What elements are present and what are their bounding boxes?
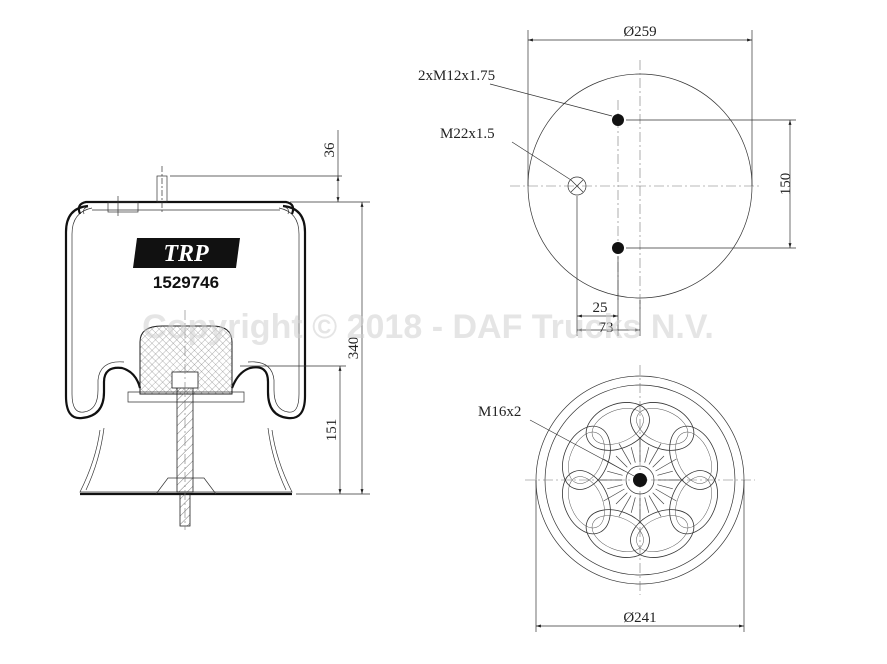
petal-inner: [636, 515, 689, 552]
label-bottom-thread: M16x2: [478, 404, 521, 420]
rib: [630, 447, 636, 463]
stud-hole-lower: [612, 242, 624, 254]
rib: [607, 484, 623, 490]
bellows-outline: [64, 204, 307, 420]
trp-logo: TRP: [133, 238, 240, 268]
logo-text: TRP: [163, 241, 209, 267]
dim-bottom-diameter: Ø241: [623, 610, 656, 626]
rib: [655, 488, 677, 502]
top-plate: [77, 200, 295, 215]
bottom-petals: [562, 402, 718, 558]
dim-offset-73: 73: [599, 320, 614, 336]
dim-total-height: 340: [346, 337, 362, 360]
bump-stop: [139, 325, 233, 395]
air-inlet-symbol: [567, 176, 587, 196]
rib: [618, 443, 632, 465]
petal-inner: [675, 431, 712, 484]
rib: [655, 458, 677, 472]
petal: [562, 425, 611, 490]
rib: [615, 455, 628, 468]
petal-inner: [568, 476, 605, 529]
watermark: Copyright © 2018 - DAF Trucks N.V.: [142, 308, 714, 346]
petal: [630, 402, 695, 451]
rib: [652, 492, 665, 505]
top-view: Ø259 150 25 73 2xM12x1.75 M22x1.5: [418, 24, 796, 336]
rib: [615, 492, 628, 505]
label-stud-thread: 2xM12x1.75: [418, 68, 495, 84]
rib: [644, 447, 650, 463]
bottom-bolt: [633, 473, 647, 487]
rib: [644, 497, 650, 513]
rib: [657, 470, 673, 476]
rib: [630, 497, 636, 513]
rib: [648, 495, 662, 517]
bottom-view: Ø241 M16x2: [478, 365, 755, 632]
petal: [562, 470, 611, 535]
top-fitting: [107, 201, 139, 213]
petal-inner: [591, 408, 644, 445]
rib: [618, 495, 632, 517]
dim-stud-height: 36: [322, 142, 338, 158]
petal: [669, 425, 718, 490]
rib: [607, 470, 623, 476]
rib: [603, 488, 625, 502]
part-number: 1529746: [153, 273, 219, 292]
rib: [657, 484, 673, 490]
stud-hole-upper: [612, 114, 624, 126]
petal-inner: [636, 408, 689, 445]
petal: [630, 509, 695, 558]
dim-offset-25: 25: [593, 300, 608, 316]
petal: [585, 509, 650, 558]
petal: [585, 402, 650, 451]
petal-inner: [568, 431, 605, 484]
rib: [652, 455, 665, 468]
label-air-inlet-thread: M22x1.5: [440, 126, 495, 142]
dim-top-diameter: Ø259: [623, 24, 656, 40]
petal-inner: [591, 515, 644, 552]
dim-lower-height: 151: [324, 419, 340, 442]
rib: [648, 443, 662, 465]
dim-bolt-spacing: 150: [778, 173, 794, 196]
petal-inner: [675, 476, 712, 529]
side-view: TRP 1529746 36 340 151: [64, 130, 370, 530]
petal: [669, 470, 718, 535]
